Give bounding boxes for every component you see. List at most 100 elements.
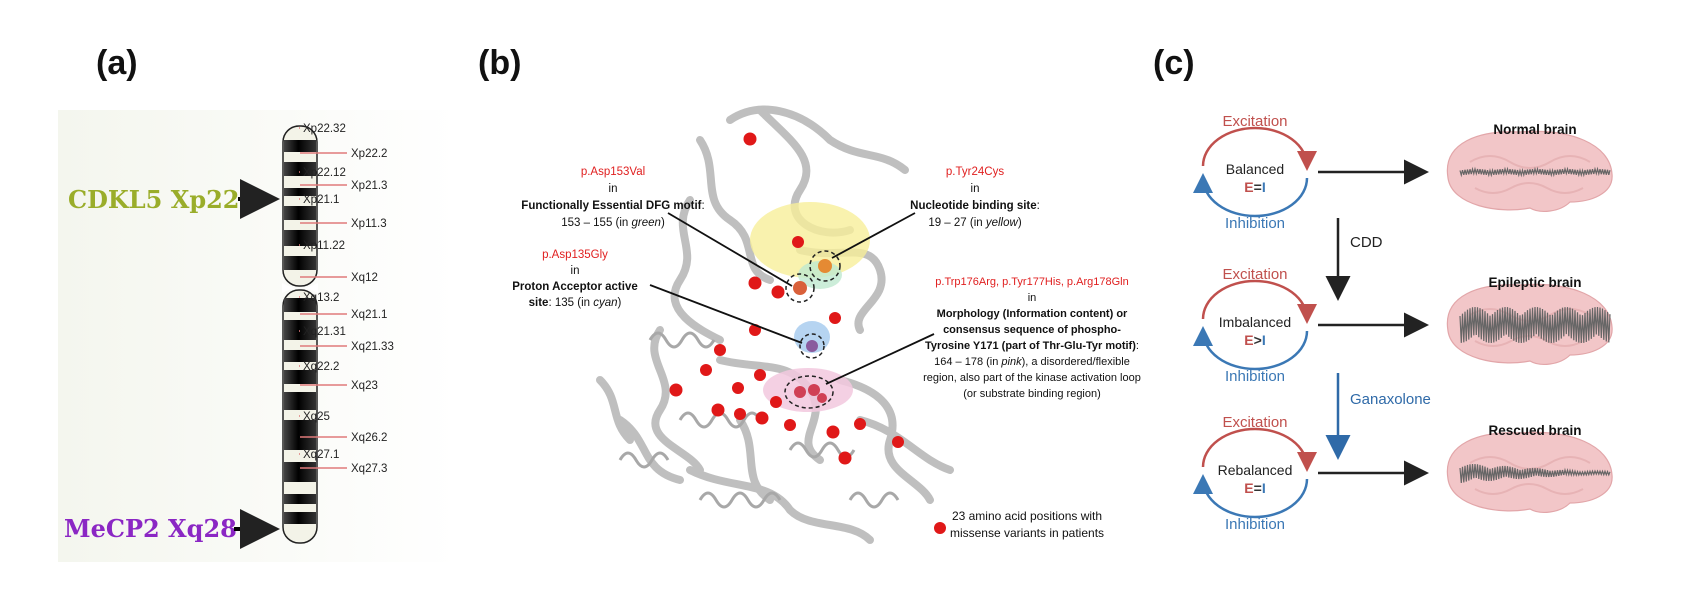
- proton-acceptor-surface: [794, 321, 830, 353]
- trp176-line4-b: ), a disordered/flexible: [1022, 356, 1130, 368]
- band-labels: Xp22.32Xp22.2Xp22.12Xp21.3Xp21.1Xp11.3Xp…: [299, 123, 394, 475]
- trp176-title-line3-wrap: Tyrosine Y171 (part of Thr-Glu-Tyr motif…: [925, 340, 1139, 352]
- tyr24-title-line: Nucleotide binding site:: [910, 200, 1040, 212]
- asp153-close: ): [661, 217, 665, 229]
- ei-row-2: ExcitationImbalancedE>IInhibitionEpilept…: [1193, 266, 1613, 385]
- band-label: Xp22.2: [351, 148, 387, 160]
- asp153-colon: :: [701, 200, 704, 212]
- tyr24-close: ): [1018, 217, 1022, 229]
- inhibition-label: Inhibition: [1225, 516, 1285, 533]
- panel-label-b: (b): [478, 44, 522, 82]
- asp153-range-line: 153 – 155 (in green): [561, 217, 665, 229]
- ei-relation: E>I: [1244, 332, 1265, 348]
- eeg-trace: [1459, 166, 1611, 178]
- annotation-pointer-lines: [649, 212, 935, 385]
- panel-b: p.Asp153Val in Functionally Essential DF…: [512, 105, 1141, 544]
- asp135-rest: : 135 (in: [548, 297, 593, 309]
- asp135-color: cyan: [593, 297, 617, 309]
- asp135-variant: p.Asp135Gly: [542, 249, 608, 261]
- tyr24-range: 19 – 27 (in: [928, 217, 986, 229]
- asp153-color: green: [632, 217, 661, 229]
- trp176-line5: region, also part of the kinase activati…: [923, 372, 1141, 384]
- tyr24-color: yellow: [985, 217, 1019, 229]
- tyr24-title: Nucleotide binding site: [910, 200, 1037, 212]
- inhibition-label: Inhibition: [1225, 368, 1285, 385]
- nucleotide-binding-surface: [750, 202, 870, 278]
- gene-label-mecp2: MeCP2 Xq28: [64, 514, 237, 543]
- band-label: Xp11.22: [303, 240, 345, 252]
- band-label: Xp22.12: [303, 167, 346, 179]
- eeg-trace: [1459, 306, 1611, 344]
- trp176-title-line2: consensus sequence of phospho-: [943, 324, 1121, 336]
- balance-state-label: Rebalanced: [1218, 462, 1293, 478]
- asp135-title-line1: Proton Acceptor active: [512, 281, 637, 293]
- transition-label: CDD: [1350, 234, 1383, 251]
- excitation-arc: [1201, 427, 1317, 472]
- excitation-arc: [1201, 126, 1317, 171]
- panel-b-legend: 23 amino acid positions with missense va…: [934, 509, 1104, 540]
- panel-a: Xp22.32Xp22.2Xp22.12Xp21.3Xp21.1Xp11.3Xp…: [58, 110, 458, 562]
- panel-label-c: (c): [1153, 44, 1195, 82]
- asp153-title: Functionally Essential DFG motif: [521, 200, 701, 212]
- band-label: Xq21.1: [351, 309, 387, 321]
- asp135-close: ): [618, 297, 622, 309]
- ei-relation-op: >: [1254, 332, 1262, 348]
- transition-label: Ganaxolone: [1350, 391, 1431, 408]
- annotation-tyr24: p.Tyr24Cys in Nucleotide binding site: 1…: [910, 166, 1040, 229]
- band-label: Xq26.2: [351, 432, 387, 444]
- legend-red-dot-icon: [934, 522, 946, 534]
- residue-tyr24: [818, 259, 832, 273]
- trp176-in: in: [1028, 292, 1037, 304]
- trp176-line4: 164 – 178 (in pink), a disordered/flexib…: [934, 356, 1130, 368]
- missense-variant-dots: [669, 132, 904, 465]
- residue-asp153: [793, 281, 807, 295]
- trp176-title-line3: Tyrosine Y171 (part of Thr-Glu-Tyr motif…: [925, 340, 1136, 352]
- tyr24-highlight-circle: [809, 250, 841, 282]
- band-label: Xq23: [351, 380, 378, 392]
- tyr24-range-line: 19 – 27 (in yellow): [928, 217, 1022, 229]
- brain-state-label: Epileptic brain: [1488, 275, 1581, 290]
- trp176-line6: (or substrate binding region): [963, 388, 1101, 400]
- brain-state-label: Rescued brain: [1488, 423, 1581, 438]
- annotation-asp135: p.Asp135Gly in Proton Acceptor active si…: [512, 249, 637, 309]
- band-label: Xq21.31: [303, 326, 346, 338]
- residue-arg178: [817, 393, 827, 403]
- trp176-colon: :: [1136, 340, 1139, 352]
- asp135-highlight-circle: [799, 333, 825, 359]
- annotation-asp153: p.Asp153Val in Functionally Essential DF…: [521, 166, 704, 229]
- band-label: Xq12: [351, 272, 378, 284]
- panel-a-background: [58, 110, 458, 562]
- band-label: Xp21.1: [303, 194, 339, 206]
- trp176-title-line1: Morphology (Information content) or: [937, 308, 1128, 320]
- asp135-title-line2: site: [529, 297, 549, 309]
- residue-asp135: [806, 340, 818, 352]
- band-label: Xq27.3: [351, 463, 387, 475]
- legend-line1: 23 amino acid positions with: [952, 509, 1102, 523]
- ei-relation-e: E: [1244, 179, 1253, 195]
- residue-tyr177: [808, 384, 820, 396]
- band-label: Xp22.32: [303, 123, 346, 135]
- transition-2: Ganaxolone: [1325, 373, 1431, 460]
- asp153-range: 153 – 155 (in: [561, 217, 631, 229]
- tyr24-variant: p.Tyr24Cys: [946, 166, 1004, 178]
- kinase-structure-ribbon: [596, 105, 954, 544]
- band-label: Xq22.2: [303, 361, 339, 373]
- inhibition-arc: [1193, 326, 1309, 371]
- asp153-highlight-circle: [785, 273, 815, 303]
- band-label: Xp21.3: [351, 180, 387, 192]
- ei-relation-op: =: [1254, 179, 1262, 195]
- asp135-in: in: [571, 265, 580, 277]
- ei-relation-i: I: [1262, 332, 1266, 348]
- gene-label-cdkl5: CDKL5 Xp22: [68, 185, 240, 214]
- asp135-line2: site: 135 (in cyan): [529, 297, 622, 309]
- band-label: Xp11.3: [351, 218, 387, 230]
- band-label: Xq25: [303, 411, 330, 423]
- trp176-highlight-circle: [784, 375, 834, 409]
- trp176-variant: p.Trp176Arg, p.Tyr177His, p.Arg178Gln: [935, 276, 1128, 288]
- balance-state-label: Balanced: [1226, 161, 1284, 177]
- ei-relation-i: I: [1262, 480, 1266, 496]
- residue-trp176: [794, 386, 806, 398]
